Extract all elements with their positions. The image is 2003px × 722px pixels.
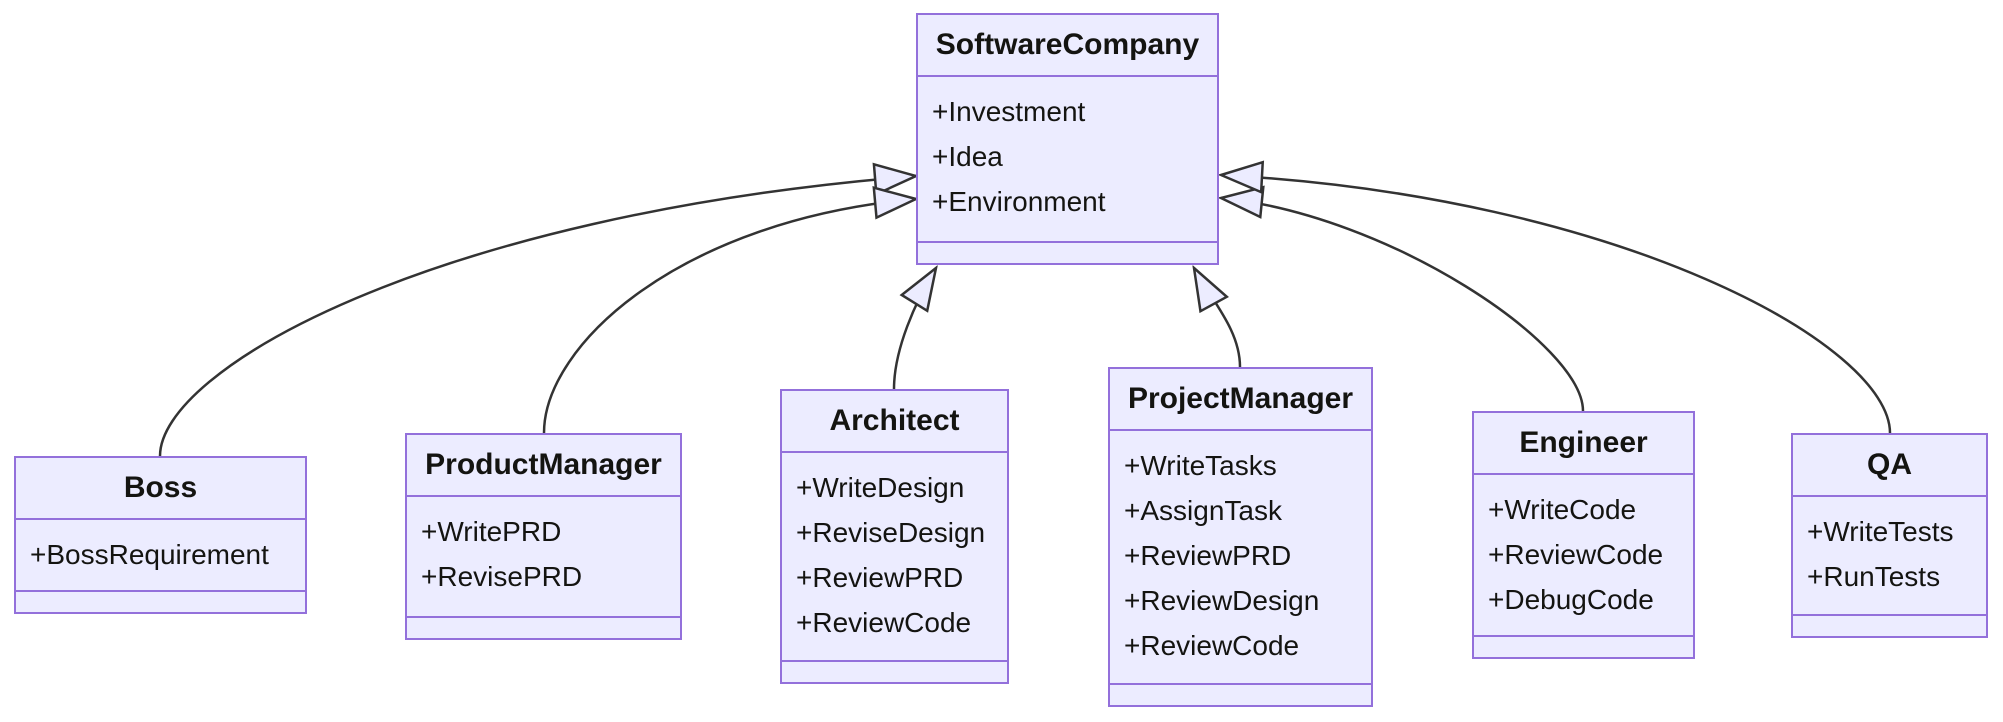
inheritance-edge-productmanager-to-softwarecompany xyxy=(542,199,916,434)
class-member: +ReviewPRD xyxy=(1124,540,1292,571)
class-member: +ReviewCode xyxy=(796,607,972,638)
class-member: +WriteCode xyxy=(1488,494,1637,525)
class-members-section: +WriteTasks +AssignTask +ReviewPRD +Revi… xyxy=(1110,431,1371,683)
inheritance-edge-boss-to-softwarecompany xyxy=(158,176,916,457)
class-members-section: +WriteTests +RunTests xyxy=(1793,497,1986,614)
class-member: +Investment xyxy=(932,96,1086,127)
inheritance-edge-qa-to-softwarecompany xyxy=(1221,175,1892,434)
class-members-section: +WritePRD +RevisePRD xyxy=(407,497,680,616)
class-members-section: +BossRequirement xyxy=(16,520,305,590)
class-member: +WritePRD xyxy=(421,516,562,547)
inheritance-edge-engineer-to-softwarecompany xyxy=(1221,198,1585,412)
class-title: Architect xyxy=(782,391,1007,453)
class-node-engineer: Engineer +WriteCode +ReviewCode +DebugCo… xyxy=(1472,411,1695,659)
class-methods-section-empty xyxy=(918,241,1217,263)
class-methods-section-empty xyxy=(407,616,680,638)
class-node-architect: Architect +WriteDesign +ReviseDesign +Re… xyxy=(780,389,1009,684)
class-node-projectmanager: ProjectManager +WriteTasks +AssignTask +… xyxy=(1108,367,1373,707)
class-title: SoftwareCompany xyxy=(918,15,1217,77)
class-member: +ReviewCode xyxy=(1488,539,1664,570)
class-members-section: +WriteDesign +ReviseDesign +ReviewPRD +R… xyxy=(782,453,1007,660)
class-member: +AssignTask xyxy=(1124,495,1282,526)
class-title: Boss xyxy=(16,458,305,520)
class-member: +WriteTasks xyxy=(1124,450,1277,481)
class-title: Engineer xyxy=(1474,413,1693,475)
class-methods-section-empty xyxy=(1793,614,1986,636)
class-member: +WriteDesign xyxy=(796,472,965,503)
class-node-softwarecompany: SoftwareCompany +Investment +Idea +Envir… xyxy=(916,13,1219,265)
class-member: +RunTests xyxy=(1807,561,1941,592)
class-title: ProductManager xyxy=(407,435,680,497)
inheritance-edge-architect-to-softwarecompany xyxy=(892,268,936,390)
class-node-productmanager: ProductManager +WritePRD +RevisePRD xyxy=(405,433,682,640)
inheritance-edge-projectmanager-to-softwarecompany xyxy=(1194,268,1242,368)
class-member: +ReviewPRD xyxy=(796,562,964,593)
class-member: +Idea xyxy=(932,141,1003,172)
class-methods-section-empty xyxy=(1474,635,1693,657)
class-methods-section-empty xyxy=(782,660,1007,682)
class-methods-section-empty xyxy=(16,590,305,612)
class-member: +Environment xyxy=(932,186,1106,217)
class-member: +DebugCode xyxy=(1488,584,1654,615)
class-member: +ReviewDesign xyxy=(1124,585,1320,616)
class-member: +RevisePRD xyxy=(421,561,583,592)
class-member: +ReviseDesign xyxy=(796,517,986,548)
class-title: ProjectManager xyxy=(1110,369,1371,431)
class-node-qa: QA +WriteTests +RunTests xyxy=(1791,433,1988,638)
class-title: QA xyxy=(1793,435,1986,497)
class-members-section: +WriteCode +ReviewCode +DebugCode xyxy=(1474,475,1693,635)
class-node-boss: Boss +BossRequirement xyxy=(14,456,307,614)
class-member: +ReviewCode xyxy=(1124,630,1300,661)
class-methods-section-empty xyxy=(1110,683,1371,705)
class-members-section: +Investment +Idea +Environment xyxy=(918,77,1217,241)
class-member: +WriteTests xyxy=(1807,516,1954,547)
class-member: +BossRequirement xyxy=(30,539,269,570)
